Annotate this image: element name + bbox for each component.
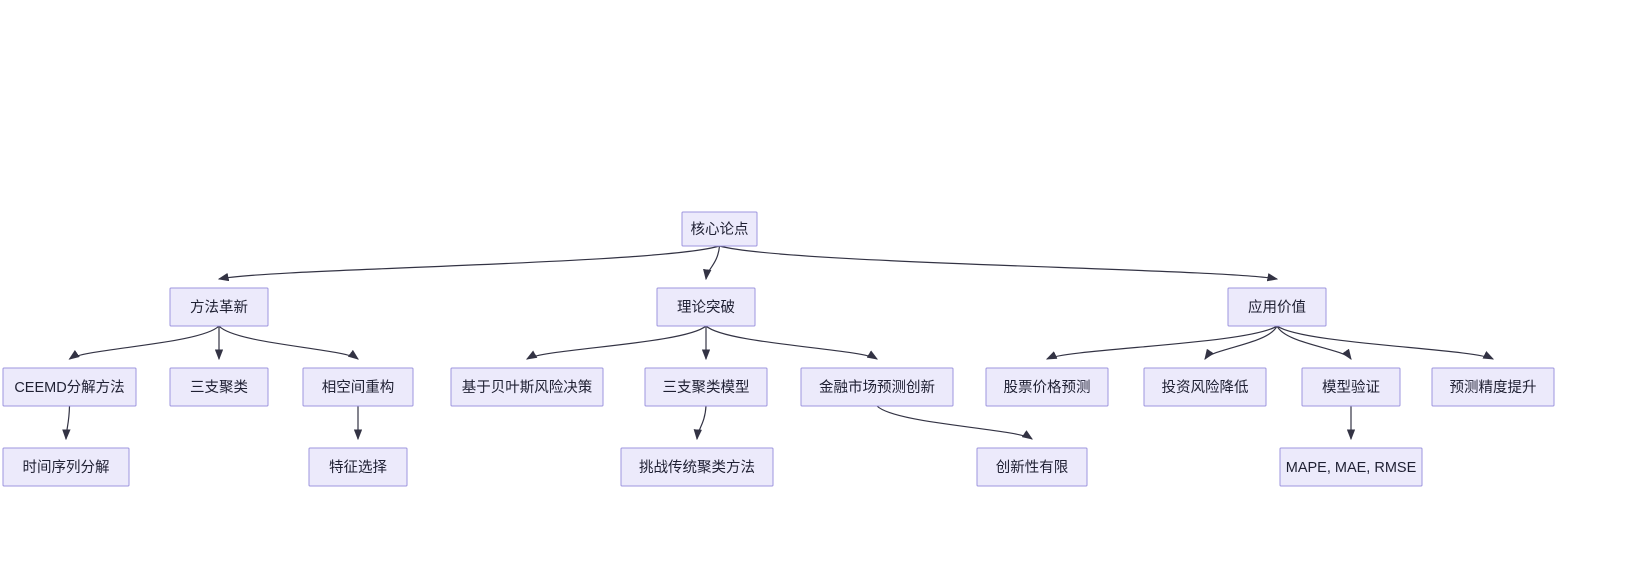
node-challenge[interactable]: 挑战传统聚类方法 xyxy=(620,447,774,487)
node-label-threemodel: 三支聚类模型 xyxy=(663,379,750,396)
node-box-feature[interactable] xyxy=(308,447,408,487)
node-box-method[interactable] xyxy=(169,287,269,327)
node-label-threeway: 三支聚类 xyxy=(190,379,248,396)
edge-root-to-method xyxy=(217,245,720,282)
node-box-stock[interactable] xyxy=(985,367,1109,407)
node-label-challenge: 挑战传统聚类方法 xyxy=(639,459,755,476)
node-box-threemodel[interactable] xyxy=(644,367,768,407)
node-label-theory: 理论突破 xyxy=(677,299,735,316)
node-finance[interactable]: 金融市场预测创新 xyxy=(800,367,954,407)
edge-finance-to-limited xyxy=(876,405,1033,440)
node-accuracy[interactable]: 预测精度提升 xyxy=(1431,367,1555,407)
node-box-accuracy[interactable] xyxy=(1431,367,1555,407)
node-stock[interactable]: 股票价格预测 xyxy=(985,367,1109,407)
node-label-phase: 相空间重构 xyxy=(322,379,395,396)
node-metrics[interactable]: MAPE, MAE, RMSE xyxy=(1279,447,1423,487)
edge-application-to-stock xyxy=(1045,325,1278,360)
node-box-metrics[interactable] xyxy=(1279,447,1423,487)
edge-method-to-ceemd xyxy=(68,325,220,360)
node-ceemd[interactable]: CEEMD分解方法 xyxy=(2,367,137,407)
node-validate[interactable]: 模型验证 xyxy=(1301,367,1401,407)
node-feature[interactable]: 特征选择 xyxy=(308,447,408,487)
node-label-feature: 特征选择 xyxy=(329,459,387,476)
node-label-root: 核心论点 xyxy=(691,221,749,238)
node-label-bayes: 基于贝叶斯风险决策 xyxy=(462,379,593,396)
node-box-phase[interactable] xyxy=(302,367,414,407)
edge-application-to-accuracy xyxy=(1276,325,1495,360)
node-threemodel[interactable]: 三支聚类模型 xyxy=(644,367,768,407)
node-label-risk: 投资风险降低 xyxy=(1162,379,1249,396)
edge-root-to-theory xyxy=(703,245,721,281)
node-bayes[interactable]: 基于贝叶斯风险决策 xyxy=(450,367,604,407)
edge-theory-to-finance xyxy=(705,325,879,360)
node-threeway[interactable]: 三支聚类 xyxy=(169,367,269,407)
node-root[interactable]: 核心论点 xyxy=(681,211,758,247)
node-label-tsdecomp: 时间序列分解 xyxy=(23,459,110,476)
edge-application-to-risk xyxy=(1204,325,1278,360)
node-label-method: 方法革新 xyxy=(190,299,248,316)
node-limited[interactable]: 创新性有限 xyxy=(976,447,1088,487)
edge-method-to-phase xyxy=(218,325,359,360)
node-box-ceemd[interactable] xyxy=(2,367,137,407)
node-box-challenge[interactable] xyxy=(620,447,774,487)
node-label-limited: 创新性有限 xyxy=(996,459,1069,476)
node-label-ceemd: CEEMD分解方法 xyxy=(14,379,124,396)
node-label-accuracy: 预测精度提升 xyxy=(1450,379,1537,396)
node-box-risk[interactable] xyxy=(1143,367,1267,407)
node-box-root[interactable] xyxy=(681,211,758,247)
edge-theory-to-bayes xyxy=(525,325,707,360)
node-box-tsdecomp[interactable] xyxy=(2,447,130,487)
node-theory[interactable]: 理论突破 xyxy=(656,287,756,327)
node-box-validate[interactable] xyxy=(1301,367,1401,407)
edge-application-to-validate xyxy=(1276,325,1352,360)
node-label-metrics: MAPE, MAE, RMSE xyxy=(1286,460,1417,476)
node-label-validate: 模型验证 xyxy=(1322,379,1380,396)
node-label-stock: 股票价格预测 xyxy=(1004,379,1091,396)
node-box-application[interactable] xyxy=(1227,287,1327,327)
edge-layer xyxy=(62,245,1495,441)
edge-root-to-application xyxy=(719,245,1279,282)
node-box-finance[interactable] xyxy=(800,367,954,407)
edge-threemodel-to-challenge xyxy=(693,405,707,441)
node-phase[interactable]: 相空间重构 xyxy=(302,367,414,407)
node-box-threeway[interactable] xyxy=(169,367,269,407)
node-box-limited[interactable] xyxy=(976,447,1088,487)
edge-ceemd-to-tsdecomp xyxy=(62,405,71,441)
node-box-bayes[interactable] xyxy=(450,367,604,407)
node-tsdecomp[interactable]: 时间序列分解 xyxy=(2,447,130,487)
node-risk[interactable]: 投资风险降低 xyxy=(1143,367,1267,407)
node-application[interactable]: 应用价值 xyxy=(1227,287,1327,327)
node-label-finance: 金融市场预测创新 xyxy=(819,379,935,396)
node-label-application: 应用价值 xyxy=(1248,298,1306,316)
node-box-theory[interactable] xyxy=(656,287,756,327)
node-method[interactable]: 方法革新 xyxy=(169,287,269,327)
